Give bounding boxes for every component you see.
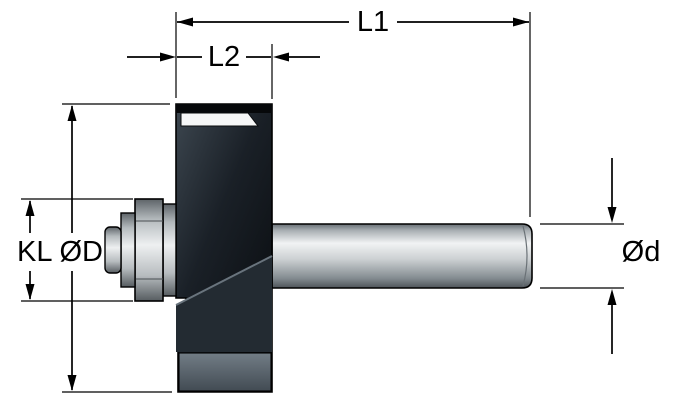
bottom-cutting-face: [178, 352, 272, 392]
arrowhead-l2-left: [160, 52, 176, 62]
label-l1: L1: [357, 6, 389, 38]
carbide-insert: [180, 112, 260, 127]
label-l2: L2: [208, 41, 240, 73]
extension-lines: [21, 12, 624, 393]
arrowhead-l1-left: [177, 17, 193, 27]
cutter-body: [175, 103, 273, 393]
label-od-shank: Ød: [622, 236, 661, 268]
clamp-washer: [120, 212, 136, 288]
label-kl-od: KL ØD: [17, 236, 103, 268]
arrowhead-od-bottom: [67, 375, 77, 391]
arrowhead-kl-top: [25, 200, 35, 216]
arrowhead-od-shank-bottom: [607, 289, 617, 305]
shank-cylinder: [271, 223, 533, 289]
shank: [271, 223, 533, 289]
arrowhead-l2-right: [273, 52, 289, 62]
spacer-washer: [162, 203, 177, 297]
ball-bearing: [134, 198, 164, 302]
screw-head: [104, 226, 122, 274]
flute-edge: [175, 255, 273, 306]
dimension-l1: L1: [177, 6, 529, 38]
dimension-kl-od: KL ØD: [17, 105, 103, 391]
dimension-od-shank: Ød: [607, 158, 661, 354]
arrowhead-kl-bottom: [25, 284, 35, 300]
shank-end-chamfer: [522, 225, 528, 287]
top-edge-bar: [176, 104, 272, 113]
bearing-assembly: [104, 198, 177, 302]
flute-face: [176, 256, 272, 352]
arrowhead-l1-right: [513, 17, 529, 27]
dimension-l2: L2: [127, 41, 320, 73]
arrowhead-od-shank-top: [607, 207, 617, 223]
arrowhead-od-top: [67, 105, 77, 121]
